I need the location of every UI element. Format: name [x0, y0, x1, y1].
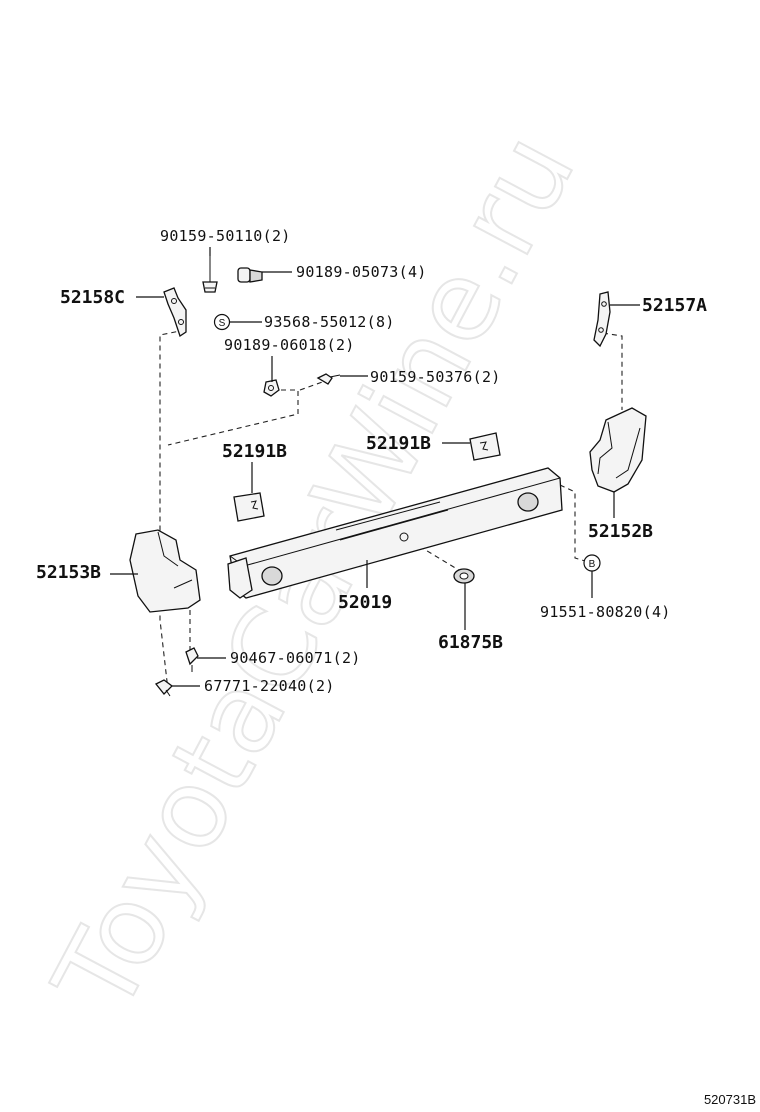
label-52152B: 52152B	[588, 521, 653, 542]
clip-67771-22040-icon	[154, 679, 173, 697]
b-callout-icon: B	[583, 554, 601, 572]
label-93568-55012: 93568-55012(8)	[264, 313, 395, 331]
bolt-90159-50110-icon	[202, 255, 218, 293]
screw-90467-06071-icon	[185, 647, 199, 672]
label-52153B: 52153B	[36, 562, 101, 583]
step-52019-icon	[227, 467, 563, 599]
extension-52152B-icon	[589, 407, 647, 493]
label-52191B-left: 52191B	[222, 441, 287, 462]
label-52019: 52019	[338, 592, 392, 613]
label-91551-80820: 91551-80820(4)	[540, 603, 671, 621]
grommet-61875B-icon	[453, 568, 475, 584]
nut-90189-06018-icon	[263, 379, 280, 397]
s-callout-label: S	[219, 318, 226, 329]
label-90189-05073: 90189-05073(4)	[296, 263, 427, 281]
label-90467-06071: 90467-06071(2)	[230, 649, 361, 667]
pad-52191B-right-icon	[469, 432, 501, 461]
label-90189-06018: 90189-06018(2)	[224, 336, 355, 354]
label-61875B: 61875B	[438, 632, 503, 653]
screw-90189-05073-icon	[237, 267, 263, 283]
s-callout-icon: S	[213, 313, 231, 331]
extension-52153B-icon	[129, 529, 201, 613]
label-90159-50110: 90159-50110(2)	[160, 227, 291, 245]
label-90159-50376: 90159-50376(2)	[370, 368, 501, 386]
leader-lines	[110, 247, 640, 687]
bracket-52158C-icon	[163, 287, 187, 338]
label-52157A: 52157A	[642, 295, 707, 316]
b-callout-label: B	[589, 559, 596, 570]
label-52158C: 52158C	[60, 287, 125, 308]
diagram-reference-code: 520731B	[704, 1092, 756, 1107]
bracket-52157A-icon	[593, 291, 611, 348]
label-67771-22040: 67771-22040(2)	[204, 677, 335, 695]
screw-90159-50376-icon	[316, 373, 341, 385]
pad-52191B-left-icon	[233, 492, 265, 522]
label-52191B-right: 52191B	[366, 433, 431, 454]
